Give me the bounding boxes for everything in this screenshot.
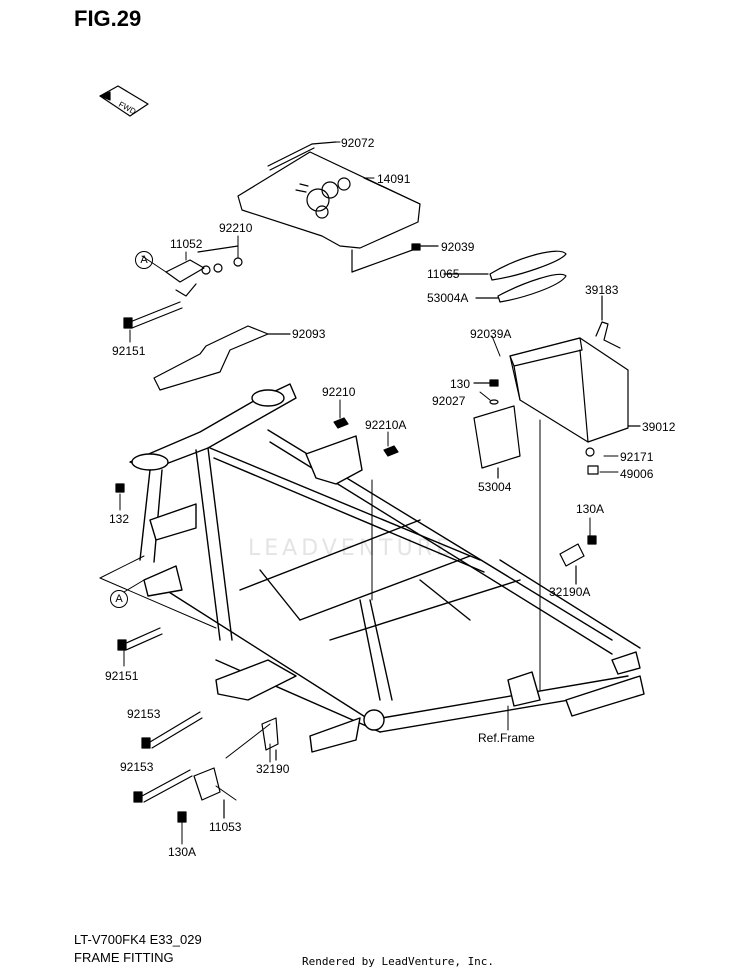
main-frame (129, 383, 645, 753)
part-label-92153-b: 92153 (120, 760, 154, 774)
part-label-92151-mid: 92151 (105, 669, 139, 683)
nut-92210-mid (333, 417, 349, 429)
part-label-92093: 92093 (292, 327, 326, 341)
part-label-39012: 39012 (642, 420, 676, 434)
model-code: LT-V700FK4 E33_029 (74, 932, 202, 947)
part-label-92171: 92171 (620, 450, 654, 464)
ref-frame-label: Ref.Frame (478, 731, 535, 745)
leader-lines (99, 141, 619, 845)
rendered-by-credit: Rendered by LeadVenture, Inc. (302, 955, 495, 968)
part-label-32190: 32190 (256, 762, 290, 776)
part-label-92151-top: 92151 (112, 344, 146, 358)
part-label-92039: 92039 (441, 240, 475, 254)
part-label-53004A: 53004A (427, 291, 469, 305)
screw-130A-bottom (177, 811, 187, 823)
part-label-11065: 11065 (427, 267, 460, 281)
box-39012 (509, 337, 629, 443)
pad-53004A (497, 273, 567, 303)
part-label-92153-a: 92153 (127, 707, 161, 721)
part-label-92027: 92027 (432, 394, 466, 408)
part-label-32190A: 32190A (549, 585, 591, 599)
part-label-92072: 92072 (341, 136, 375, 150)
bracket-39183 (595, 295, 621, 349)
bolt-92153-a (141, 711, 203, 749)
part-label-92210-top: 92210 (219, 221, 253, 235)
bracket-32190A (559, 543, 585, 585)
part-label-92039A: 92039A (470, 327, 512, 341)
bolt-92039 (411, 243, 439, 251)
part-label-92210-mid: 92210 (322, 385, 356, 399)
cushion-92093 (153, 325, 291, 391)
part-label-130: 130 (450, 377, 471, 391)
nut-132 (115, 483, 125, 493)
section-name: FRAME FITTING (74, 950, 174, 965)
part-label-130A-right: 130A (576, 502, 605, 516)
nut-92210A (383, 445, 399, 457)
figure-title: FIG.29 (74, 6, 142, 31)
part-label-132: 132 (109, 512, 130, 526)
bracket-32190 (261, 717, 279, 761)
bracket-11052 (165, 245, 243, 297)
bolt-92151-top (123, 301, 183, 329)
ref-marker-a-bottom: A (110, 590, 128, 608)
part-label-49006: 49006 (620, 467, 654, 481)
part-label-130A-bottom: 130A (168, 845, 197, 859)
watermark: LEADVENTURE (248, 536, 454, 561)
pad-11065 (489, 250, 567, 281)
part-label-14091: 14091 (377, 172, 411, 186)
part-label-92210A: 92210A (365, 418, 407, 432)
bolt-92072 (267, 141, 337, 171)
screw-130 (473, 379, 499, 387)
clip-49006 (587, 465, 599, 475)
washer-92027 (489, 399, 499, 405)
bracket-11053 (193, 767, 225, 819)
part-label-39183: 39183 (585, 283, 619, 297)
plate-53004 (473, 405, 521, 479)
cover-plate-14091 (237, 151, 421, 273)
part-label-11052: 11052 (170, 237, 203, 251)
bolt-92151-mid (117, 627, 163, 651)
ref-marker-a-top: A (135, 251, 153, 269)
part-label-53004: 53004 (478, 480, 512, 494)
screw-130A-right (587, 535, 597, 545)
part-label-11053: 11053 (209, 820, 242, 834)
fwd-arrow-icon: FWD (99, 85, 149, 117)
bolt-92153-b (133, 769, 193, 803)
grommet-92171 (585, 447, 595, 457)
